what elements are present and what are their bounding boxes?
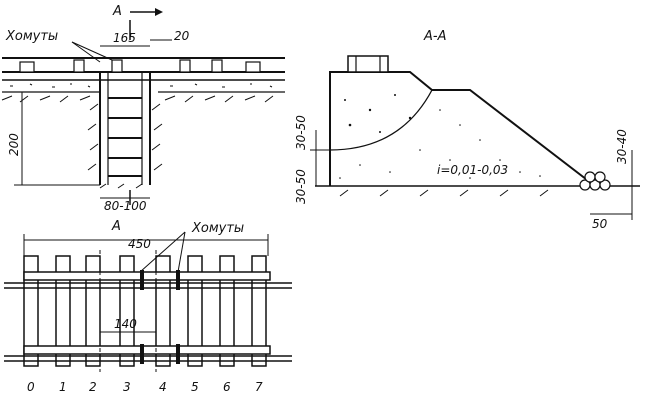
ground-hatching (339, 189, 549, 197)
dim-30-40: 30-40 (615, 129, 629, 164)
sleeper-block (211, 59, 223, 73)
clamps-label-top: Хомуты (5, 29, 58, 44)
dim-165: 165 (113, 31, 136, 45)
sleeper-number: 0 (27, 380, 35, 394)
plan-clamps (140, 270, 180, 364)
sleeper-numbers: 0 1 2 3 4 5 6 7 (27, 380, 263, 394)
ladder-rungs (108, 97, 142, 177)
sleeper-block (111, 59, 123, 73)
dim-20: 20 (174, 29, 190, 43)
plan-view: A Хомуты 450 140 0 1 2 3 4 5 6 7 (4, 219, 292, 394)
dim-80-100: 80-100 (104, 199, 147, 213)
section-mark-top: A (112, 4, 122, 19)
longitudinal-section: Хомуты A 165 20 200 80-100 (1, 4, 285, 213)
sleeper-number: 2 (89, 380, 97, 394)
sleeper-number: 7 (255, 380, 263, 394)
dim-450: 450 (128, 237, 151, 251)
section-title: А-А (423, 29, 446, 44)
dim-140: 140 (114, 317, 137, 331)
slope-label: i=0,01-0,03 (437, 163, 508, 177)
ballast-prism-outline (329, 71, 596, 187)
sleeper-block (73, 59, 85, 73)
dim-30-50-lower: 30-50 (294, 169, 308, 204)
sleeper-block (245, 61, 261, 73)
clamps-leader (71, 41, 101, 63)
drain-stones (579, 171, 611, 191)
ballast-inner-boundary (329, 89, 433, 151)
ballast-dots (339, 94, 541, 179)
plan-rail-upper (23, 271, 271, 281)
clamps-label-bottom: Хомуты (191, 221, 244, 236)
sleeper-number: 5 (191, 380, 199, 394)
clamps-leader (71, 41, 113, 61)
plan-clamps-leader (139, 231, 186, 273)
cross-section-aa: А-А 30-50 30-50 30-40 50 i=0,01-0,03 (294, 29, 640, 231)
sleeper-block (179, 59, 191, 73)
rail-sleeper-block (347, 55, 389, 73)
dim-200: 200 (7, 133, 21, 156)
section-mark-bottom: A (111, 219, 121, 234)
section-arrow-icon (155, 8, 163, 16)
sleeper-number: 4 (159, 380, 167, 394)
sleeper-number: 1 (59, 380, 67, 394)
ballast-texture (1, 83, 274, 103)
plan-rail-lower (23, 345, 271, 355)
sleeper-block (19, 61, 35, 73)
dim-50: 50 (592, 217, 608, 231)
soil-hatching (87, 103, 163, 189)
dim-30-50-upper: 30-50 (294, 115, 308, 150)
sleeper-number: 6 (223, 380, 231, 394)
sleeper-number: 3 (123, 380, 131, 394)
